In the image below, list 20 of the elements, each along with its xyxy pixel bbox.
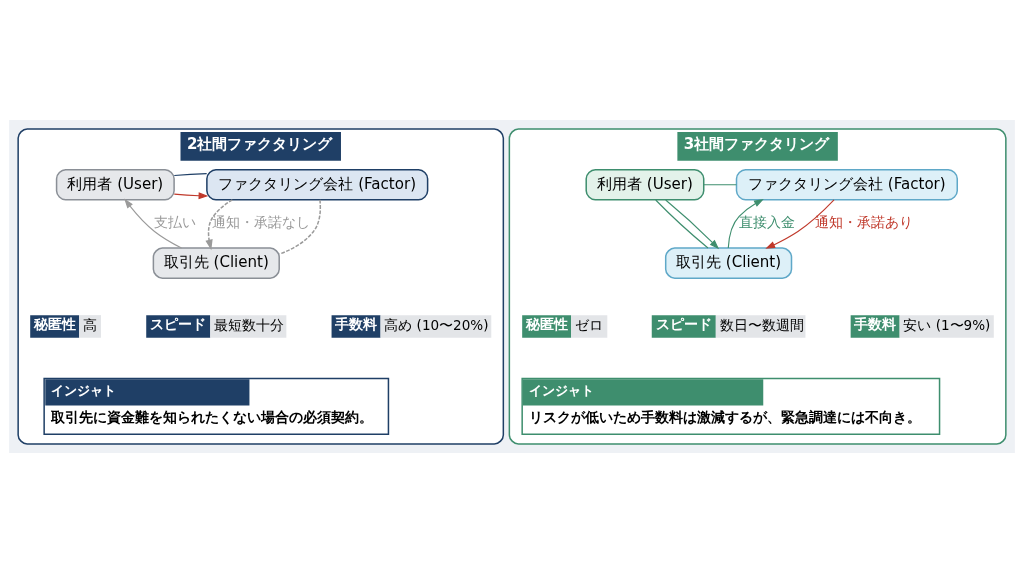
arrow	[124, 198, 183, 249]
edge-label: 通知・承諾なし	[212, 213, 311, 230]
edge-label: 通知・承諾あり	[815, 213, 914, 230]
arrow	[205, 198, 234, 250]
arrow	[765, 198, 835, 249]
node-box: 取引先 (Client)	[664, 246, 793, 279]
edge-label: 直接入金	[738, 213, 795, 230]
connector	[173, 172, 208, 176]
node-box: 取引先 (Client)	[152, 246, 280, 279]
node-box: 利用者 (User)	[55, 168, 175, 201]
connector	[278, 198, 322, 255]
node-box: 利用者 (User)	[585, 168, 705, 201]
arrow	[727, 198, 764, 249]
arrow	[173, 191, 209, 199]
connector	[703, 183, 737, 185]
arrow	[665, 198, 720, 249]
edge-label: 支払い	[154, 213, 197, 230]
node-box: ファクタリング会社 (Factor)	[206, 168, 429, 201]
connector	[655, 198, 709, 249]
node-box: ファクタリング会社 (Factor)	[735, 168, 958, 201]
